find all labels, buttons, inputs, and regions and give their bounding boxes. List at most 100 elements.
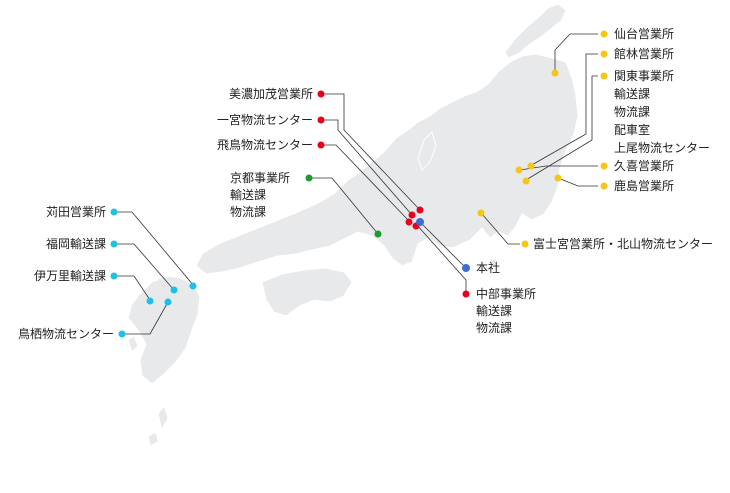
label-chubu-line-1: 中部事業所 bbox=[476, 286, 536, 301]
label-honsha[interactable]: 本社 bbox=[476, 260, 500, 275]
leader-kyoto bbox=[309, 177, 379, 235]
label-dot-kyoto bbox=[305, 174, 313, 182]
honshu-island bbox=[195, 53, 579, 275]
label-kuki-line-1: 久喜営業所 bbox=[614, 159, 674, 173]
label-karita[interactable]: 苅田営業所 bbox=[46, 205, 106, 219]
leader-asuka bbox=[321, 144, 411, 223]
leader-fuji bbox=[481, 213, 520, 245]
marker-kuki[interactable] bbox=[515, 166, 523, 174]
marker-kyoto[interactable] bbox=[374, 230, 382, 238]
label-sendai-line-1: 仙台営業所 bbox=[614, 26, 674, 41]
label-chubu[interactable]: 中部事業所 輸送課 物流課 bbox=[476, 286, 540, 335]
label-chubu-line-2: 輸送課 bbox=[476, 303, 512, 318]
label-dot-kashima bbox=[600, 182, 608, 190]
label-tatebayashi-line-1: 館林営業所 bbox=[614, 46, 674, 61]
label-dot-asuka bbox=[317, 141, 325, 149]
marker-minokamo[interactable] bbox=[416, 206, 424, 214]
label-dot-minokamo bbox=[317, 90, 325, 98]
label-karita-line-1: 苅田営業所 bbox=[46, 205, 106, 219]
label-dot-imari bbox=[110, 272, 118, 280]
leader-tatebayashi bbox=[529, 53, 598, 167]
japan-landmass bbox=[127, 3, 579, 447]
label-kanto-line-2: 輸送課 bbox=[614, 86, 650, 101]
shikoku-island bbox=[261, 267, 353, 317]
kyushu-island bbox=[127, 275, 201, 385]
label-asuka[interactable]: 飛鳥物流センター bbox=[217, 137, 313, 152]
marker-kanto[interactable] bbox=[522, 177, 530, 185]
leader-minokamo bbox=[321, 93, 421, 211]
marker-ichinomiya[interactable] bbox=[408, 211, 416, 219]
marker-sendai[interactable] bbox=[551, 69, 559, 77]
label-kuki[interactable]: 久喜営業所 bbox=[614, 159, 674, 173]
leader-honsha bbox=[419, 221, 467, 269]
marker-fuji[interactable] bbox=[477, 209, 485, 217]
izu-oshima-island bbox=[489, 257, 497, 267]
label-kyoto-line-1: 京都事業所 bbox=[230, 171, 290, 185]
label-kashima-line-1: 鹿島営業所 bbox=[614, 178, 674, 193]
label-dot-ichinomiya bbox=[317, 116, 325, 124]
leader-sendai bbox=[554, 33, 598, 72]
marker-tosu[interactable] bbox=[164, 298, 172, 306]
leader-fukuoka bbox=[114, 243, 175, 291]
marker-kashima[interactable] bbox=[554, 174, 562, 182]
marker-fukuoka[interactable] bbox=[170, 286, 178, 294]
label-minokamo[interactable]: 美濃加茂営業所 bbox=[229, 87, 313, 101]
leader-ichinomiya bbox=[321, 119, 413, 216]
label-ichinomiya[interactable]: 一宮物流センター bbox=[217, 112, 313, 127]
label-kyoto[interactable]: 京都事業所 輸送課 物流課 bbox=[230, 171, 294, 219]
label-dot-kanto bbox=[600, 72, 608, 80]
tanegashima-island bbox=[157, 404, 169, 432]
label-kyoto-line-2: 輸送課 bbox=[230, 187, 266, 202]
label-dot-fukuoka bbox=[110, 240, 118, 248]
label-kanto[interactable]: 関東事業所 輸送課 物流課 配車室 上尾物流センター bbox=[614, 69, 710, 155]
label-imari[interactable]: 伊万里輸送課 bbox=[34, 268, 106, 283]
label-ichinomiya-line-1: 一宮物流センター bbox=[217, 112, 313, 127]
amakusa-island bbox=[127, 335, 139, 353]
label-dot-karita bbox=[110, 208, 118, 216]
label-fukuoka-line-1: 福岡輸送課 bbox=[46, 236, 106, 251]
label-kanto-line-3: 物流課 bbox=[614, 104, 650, 119]
office-labels: 仙台営業所 館林営業所 関東事業所 輸送課 物流課 配車室 上尾物流センター 久… bbox=[18, 26, 713, 341]
label-fuji-line-1: 富士宮営業所・北山物流センター bbox=[533, 236, 713, 251]
leader-kashima bbox=[557, 177, 598, 187]
marker-honsha[interactable] bbox=[416, 218, 424, 226]
label-fukuoka[interactable]: 福岡輸送課 bbox=[46, 236, 106, 251]
label-kanto-line-4: 配車室 bbox=[614, 122, 650, 137]
label-dot-honsha bbox=[462, 264, 470, 272]
label-sendai[interactable]: 仙台営業所 bbox=[614, 26, 674, 41]
noto-peninsula bbox=[417, 131, 437, 171]
marker-imari[interactable] bbox=[146, 297, 154, 305]
label-tosu[interactable]: 鳥栖物流センター bbox=[18, 326, 114, 341]
label-asuka-line-1: 飛鳥物流センター bbox=[217, 137, 313, 152]
label-kanto-line-5: 上尾物流センター bbox=[614, 141, 710, 155]
leader-lines bbox=[114, 33, 598, 335]
label-tatebayashi[interactable]: 館林営業所 bbox=[614, 46, 674, 61]
label-honsha-line-1: 本社 bbox=[476, 260, 500, 275]
leader-kanto bbox=[525, 75, 598, 181]
label-fuji[interactable]: 富士宮営業所・北山物流センター bbox=[533, 236, 713, 251]
label-kashima[interactable]: 鹿島営業所 bbox=[614, 178, 674, 193]
hokkaido-island bbox=[504, 3, 567, 59]
marker-tatebayashi[interactable] bbox=[527, 162, 535, 170]
marker-karita[interactable] bbox=[189, 282, 197, 290]
label-dot-sendai bbox=[600, 30, 608, 38]
label-kanto-line-1: 関東事業所 bbox=[614, 69, 674, 83]
label-tosu-line-1: 鳥栖物流センター bbox=[18, 326, 114, 341]
leader-imari bbox=[114, 275, 151, 301]
label-dot-tosu bbox=[118, 330, 126, 338]
office-markers bbox=[146, 69, 562, 306]
label-minokamo-line-1: 美濃加茂営業所 bbox=[229, 87, 313, 101]
leader-tosu bbox=[122, 301, 169, 335]
label-imari-line-1: 伊万里輸送課 bbox=[34, 268, 106, 283]
label-dot-tatebayashi bbox=[600, 50, 608, 58]
leader-kuki bbox=[519, 165, 598, 171]
leader-chubu bbox=[415, 223, 467, 294]
label-dots bbox=[110, 30, 608, 338]
leader-karita bbox=[114, 211, 195, 287]
label-dot-kuki bbox=[600, 162, 608, 170]
marker-asuka[interactable] bbox=[405, 218, 413, 226]
label-kyoto-line-3: 物流課 bbox=[230, 204, 266, 219]
label-dot-chubu bbox=[462, 290, 470, 298]
label-dot-fuji bbox=[521, 240, 529, 248]
